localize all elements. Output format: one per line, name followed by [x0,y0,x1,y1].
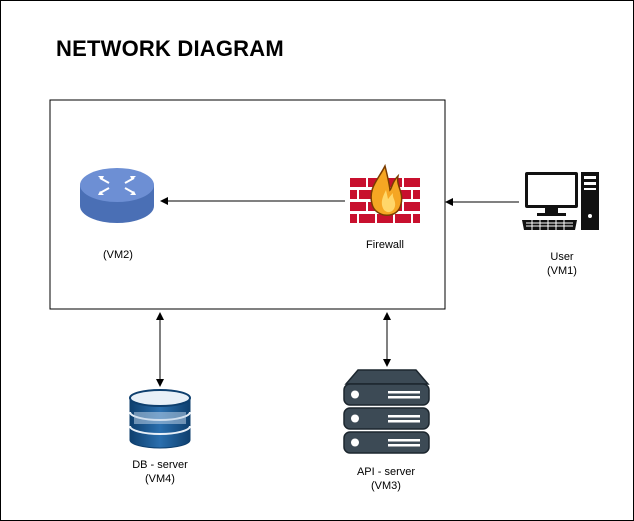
api-id-label: (VM3) [371,480,401,492]
desktop-computer-icon [522,172,599,230]
db-name-label: DB - server [132,459,188,471]
router-id-label: (VM2) [103,249,133,261]
server-rack-icon [343,369,430,454]
firewall-icon [350,163,420,224]
user-label: User (VM1) [530,250,594,278]
api-label: API - server (VM3) [336,465,436,493]
diagram-title: NETWORK DIAGRAM [56,36,284,61]
router-icon [80,168,154,223]
api-name-label: API - server [356,466,416,478]
firewall-label: Firewall [350,238,420,252]
database-icon [129,389,191,449]
user-id-label: (VM1) [547,265,577,277]
router-label: (VM2) [86,248,150,262]
user-name-label: User [550,251,574,263]
firewall-name-label: Firewall [366,239,404,251]
db-label: DB - server (VM4) [110,458,210,486]
db-id-label: (VM4) [145,473,175,485]
